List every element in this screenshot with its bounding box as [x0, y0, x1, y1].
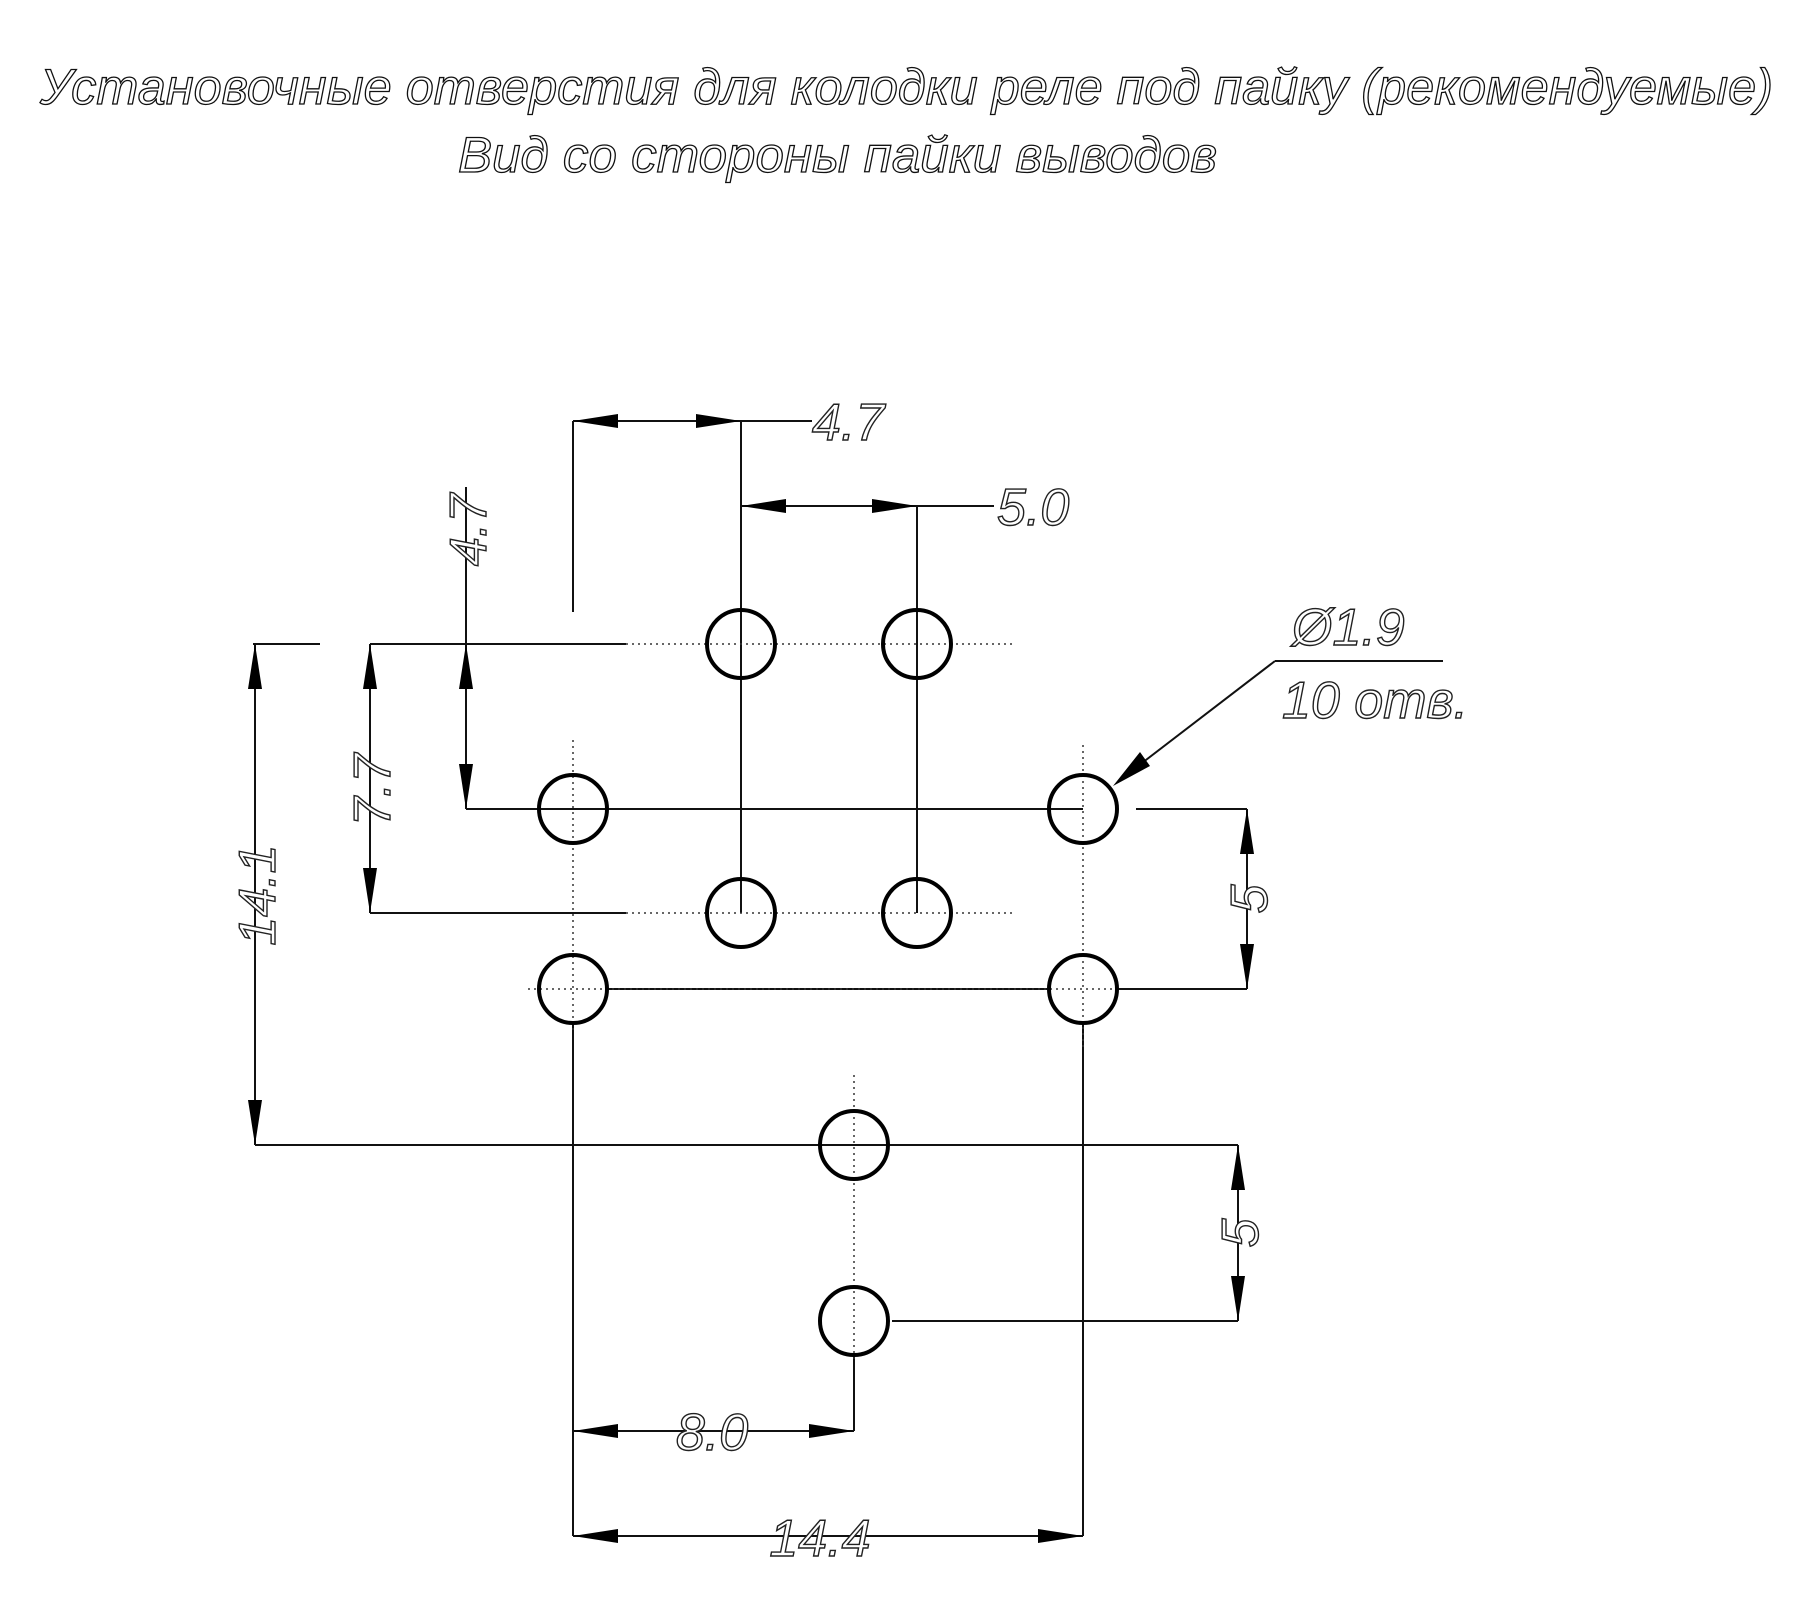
hole	[1047, 953, 1119, 1025]
hole	[881, 877, 953, 949]
extension-lines	[253, 420, 1247, 1536]
hole	[705, 877, 777, 949]
hole	[1047, 773, 1119, 845]
dim-left-v-mid: 7.7	[344, 752, 402, 826]
hole	[705, 608, 777, 680]
hole	[537, 773, 609, 845]
dim-left-v-large: 14.1	[229, 844, 287, 945]
drawing-title: Установочные отверстия для колодки реле …	[39, 59, 1773, 115]
dim-top-h-left: 4.7	[812, 394, 886, 452]
dim-right-v-lower: 5	[1212, 1217, 1270, 1247]
hole	[537, 953, 609, 1025]
hole	[881, 608, 953, 680]
dim-right-v-upper: 5	[1221, 883, 1279, 913]
dim-top-h-right: 5.0	[997, 479, 1069, 537]
drawing-subtitle: Вид со стороны пайки выводов	[458, 127, 1217, 183]
hole	[818, 1285, 890, 1357]
dim-bottom-h-short: 8.0	[676, 1404, 748, 1462]
callout-diameter: Ø1.9	[1290, 599, 1405, 657]
dim-bottom-h-long: 14.4	[769, 1510, 870, 1568]
mounting-holes	[537, 608, 1119, 1357]
dimension-lines	[248, 414, 1443, 1543]
callout-count: 10 отв.	[1282, 672, 1468, 730]
hole	[818, 1109, 890, 1181]
dim-left-v-small: 4.7	[440, 492, 498, 566]
dimension-labels: 4.7 5.0 4.7 7.7 14.1 5 5 8.0 14.4 Ø1.9 1…	[228, 393, 1469, 1568]
